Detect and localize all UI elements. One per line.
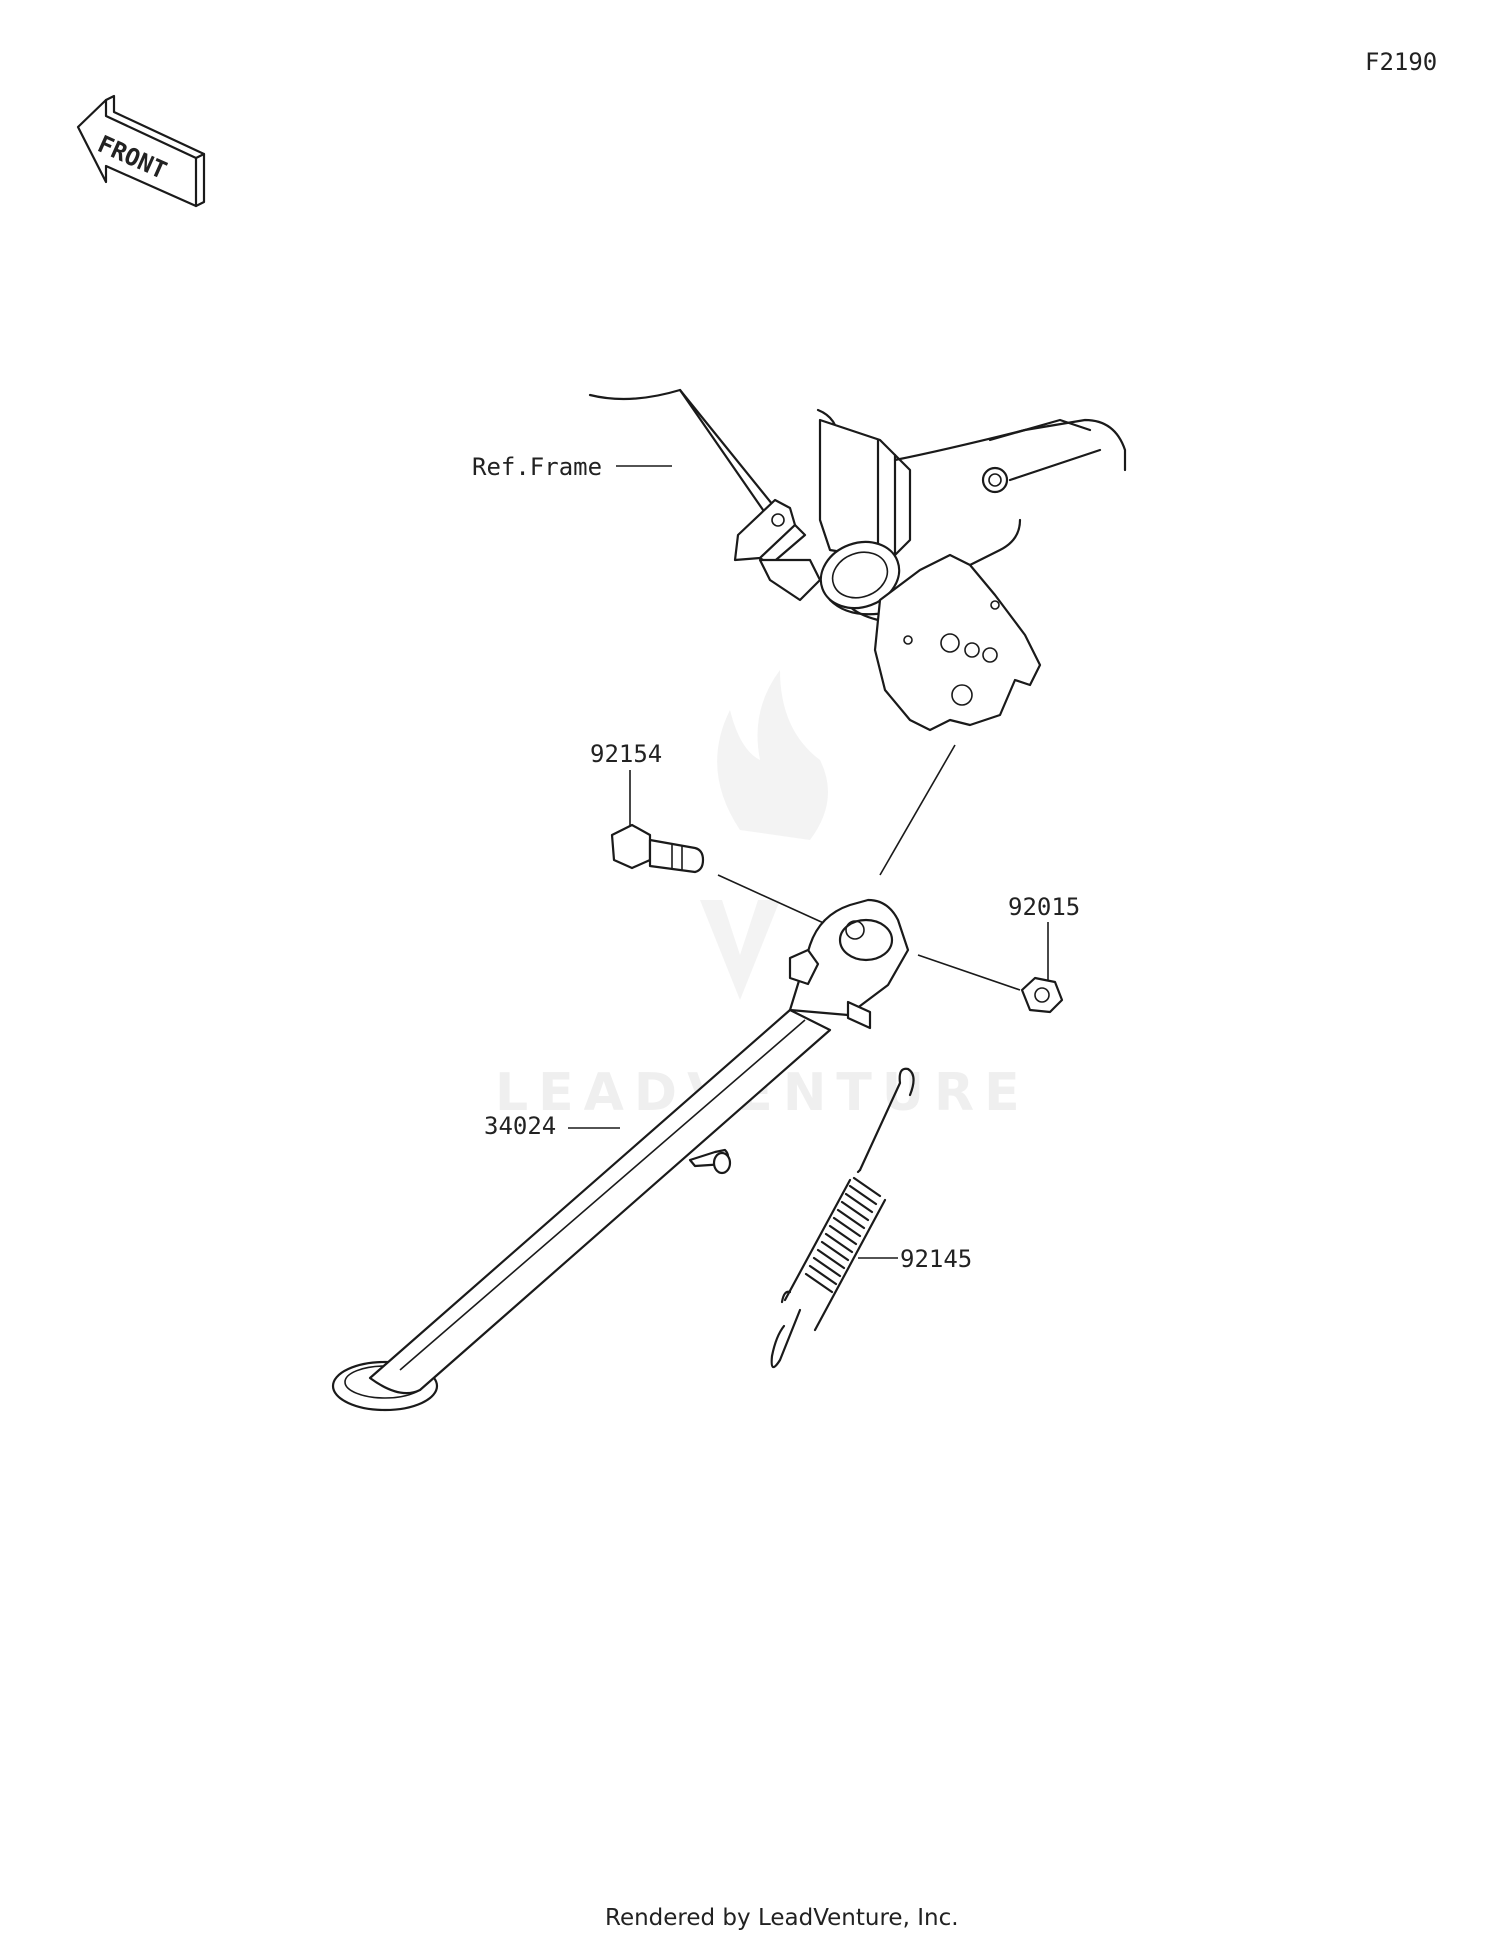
assembly-line-nut [917,954,1021,991]
callout-92154: 92154 [590,740,662,768]
assembly-line-frame [879,744,956,876]
nut-92015 [1020,976,1064,1014]
diagram-code: F2190 [1365,48,1437,76]
frame-section [588,388,1127,732]
callout-ref-frame: Ref.Frame [472,453,602,481]
bolt-92154 [610,823,705,874]
callout-34024: 34024 [484,1112,556,1140]
footer-credit: Rendered by LeadVenture, Inc. [605,1905,959,1931]
front-arrow-icon: FRONT [76,94,206,208]
assembly-line-bolt [717,874,829,926]
side-stand-34024 [331,898,910,1412]
spring-92145 [770,1067,915,1369]
callout-92145: 92145 [900,1245,972,1273]
callout-92015: 92015 [1008,893,1080,921]
